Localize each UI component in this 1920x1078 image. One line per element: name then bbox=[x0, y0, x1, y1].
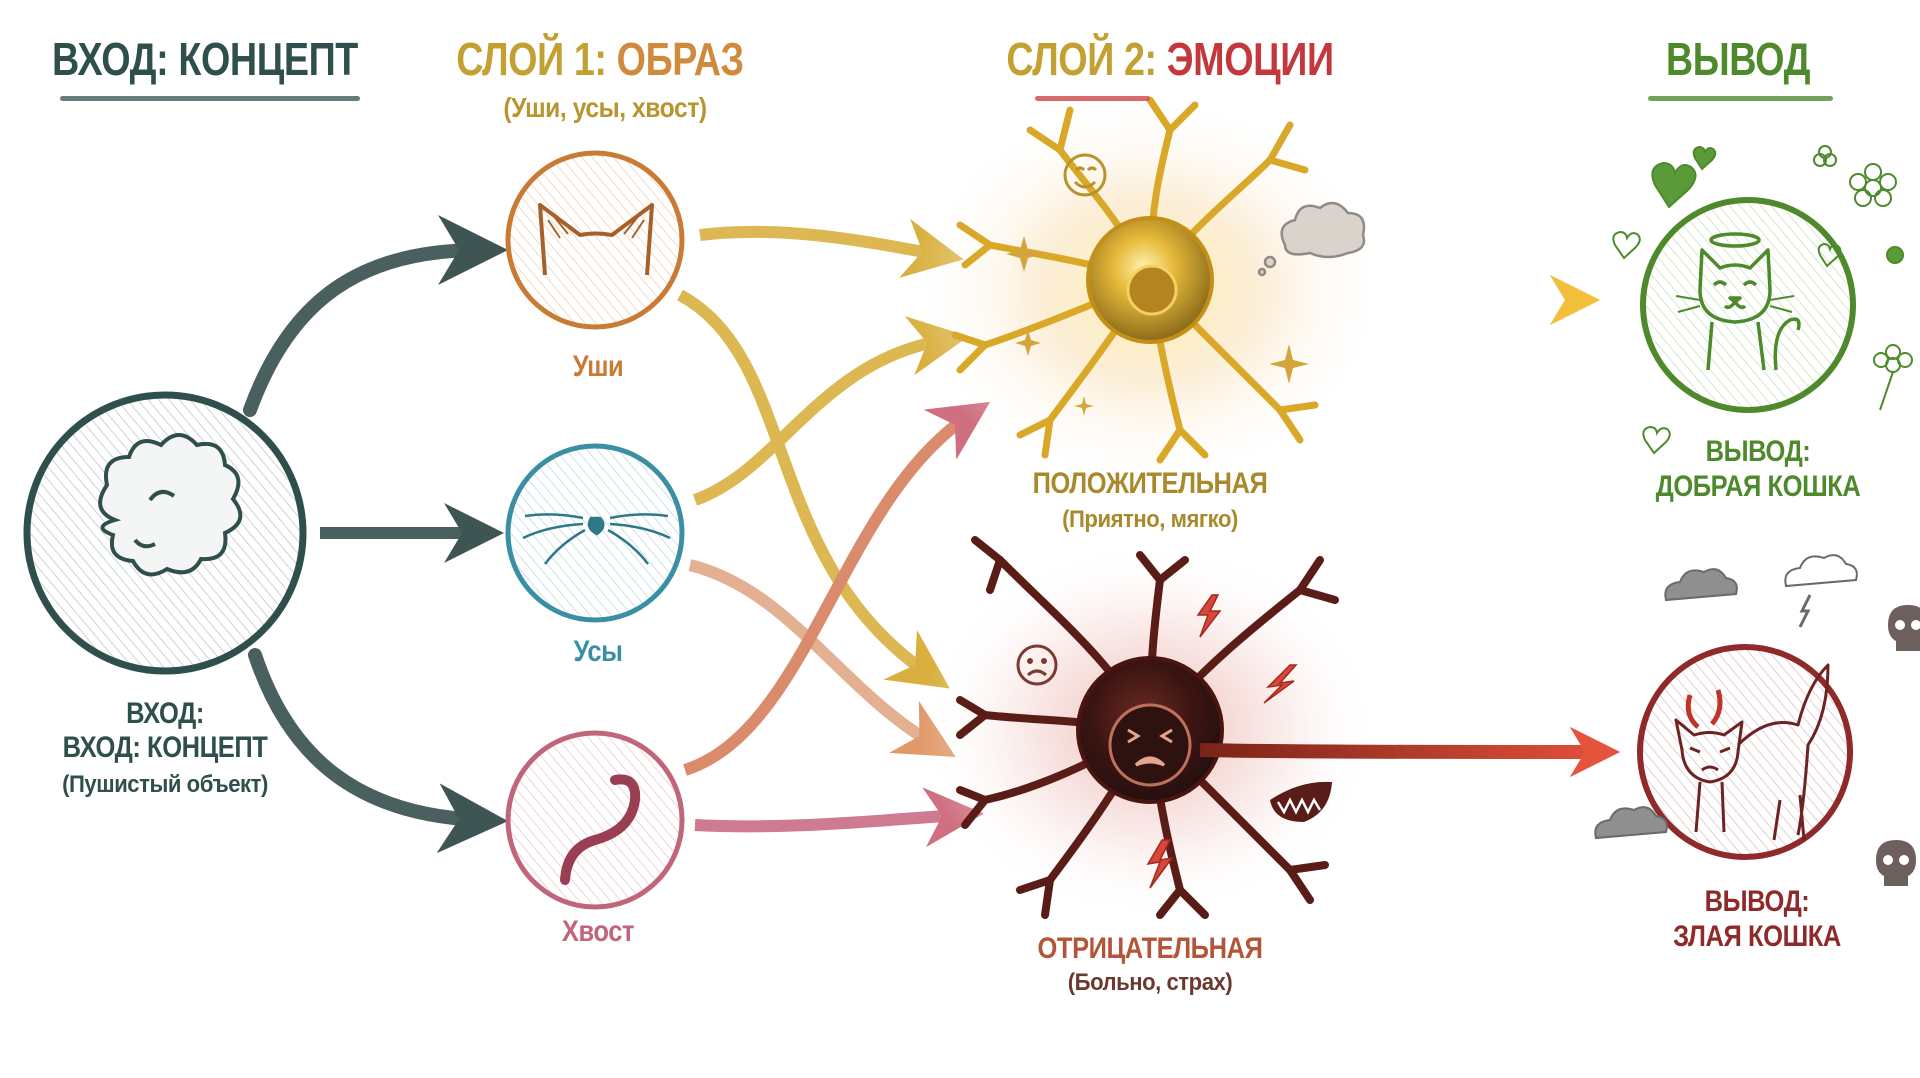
negative-neuron bbox=[920, 536, 1621, 920]
arrow-ears-to-positive bbox=[699, 218, 964, 278]
header-input: ВХОД: КОНЦЕПТ bbox=[52, 33, 358, 85]
header-output: ВЫВОД bbox=[1665, 33, 1811, 85]
teeth-icon bbox=[1270, 781, 1332, 822]
skull-icons bbox=[1876, 605, 1920, 886]
input-label-line1: ВХОД: bbox=[126, 697, 204, 730]
angel-cat-icon bbox=[1675, 232, 1801, 371]
header-layer2-prefix: СЛОЙ 2: bbox=[1006, 33, 1167, 85]
arrow-whiskers-to-positive bbox=[692, 316, 969, 506]
layer1-arrows bbox=[677, 218, 991, 848]
emotion-negative-title: ОТРИЦАТЕЛЬНАЯ bbox=[1037, 932, 1263, 965]
header-input-underline bbox=[60, 96, 360, 101]
feature-node-tail bbox=[505, 730, 685, 910]
output-evil-line1: ВЫВОД: bbox=[1704, 885, 1810, 918]
output-node-kind bbox=[1612, 145, 1913, 455]
positive-neuron bbox=[910, 90, 1601, 490]
smiley-icon bbox=[1063, 153, 1107, 197]
header-layer1-prefix: СЛОЙ 1: bbox=[456, 33, 617, 85]
devil-cat-icon bbox=[1674, 663, 1830, 841]
feature-label-ears: Уши bbox=[572, 350, 624, 383]
whiskers-icon bbox=[522, 513, 671, 565]
arrow-ears-to-negative bbox=[677, 289, 950, 689]
output-evil-line2: ЗЛАЯ КОШКА bbox=[1673, 920, 1841, 953]
header-layer1: СЛОЙ 1: ОБРАЗ bbox=[456, 32, 744, 86]
emotion-negative-subtitle: (Больно, страх) bbox=[1067, 969, 1233, 996]
lightning-icons bbox=[1146, 594, 1298, 889]
input-label-line2: ВХОД: КОНЦЕПТ bbox=[62, 731, 268, 764]
storm-cloud-icons bbox=[1594, 554, 1858, 840]
input-arrows bbox=[243, 215, 508, 854]
thought-cloud-icon bbox=[1257, 201, 1366, 277]
feature-label-whiskers: Усы bbox=[573, 635, 623, 668]
arrow-tail-to-negative bbox=[694, 787, 984, 848]
sad-face-icon bbox=[1016, 644, 1058, 686]
arrow-whiskers-to-negative bbox=[688, 559, 956, 758]
input-label-line3: (Пушистый объект) bbox=[62, 771, 268, 798]
negative-axon bbox=[1199, 726, 1621, 778]
output-kind-line1: ВЫВОД: bbox=[1705, 435, 1811, 468]
feature-node-ears bbox=[505, 150, 685, 330]
input-node bbox=[23, 391, 307, 675]
pained-face-icon bbox=[1108, 703, 1192, 787]
hearts-and-flowers-icons bbox=[1612, 145, 1913, 455]
arrow-tail-to-positive bbox=[683, 401, 991, 776]
header-output-underline bbox=[1648, 96, 1833, 101]
emotion-positive-subtitle: (Приятно, мягко) bbox=[1062, 506, 1238, 533]
emotion-positive-title: ПОЛОЖИТЕЛЬНАЯ bbox=[1032, 467, 1268, 500]
cat-ears-icon bbox=[538, 203, 654, 276]
arrow-input-to-tail bbox=[248, 648, 508, 854]
arrow-input-to-ears bbox=[243, 215, 508, 417]
sparkle-icons bbox=[1006, 236, 1309, 416]
output-kind-line2: ДОБРАЯ КОШКА bbox=[1655, 470, 1861, 503]
fluffy-cloud-icon bbox=[98, 433, 243, 577]
tail-icon bbox=[560, 774, 641, 885]
output-node-evil bbox=[1594, 554, 1920, 886]
negative-dendrites bbox=[956, 536, 1339, 919]
header-layer2-underline bbox=[1035, 96, 1150, 101]
feature-node-whiskers bbox=[505, 443, 685, 623]
header-layer2-accent: ЭМОЦИИ bbox=[1166, 33, 1334, 85]
header-layer2: СЛОЙ 2: ЭМОЦИИ bbox=[1006, 32, 1334, 86]
feature-label-tail: Хвост bbox=[561, 915, 635, 948]
header-layer1-subtitle: (Уши, усы, хвост) bbox=[503, 92, 707, 123]
header-layer1-accent: ОБРАЗ bbox=[616, 33, 745, 85]
